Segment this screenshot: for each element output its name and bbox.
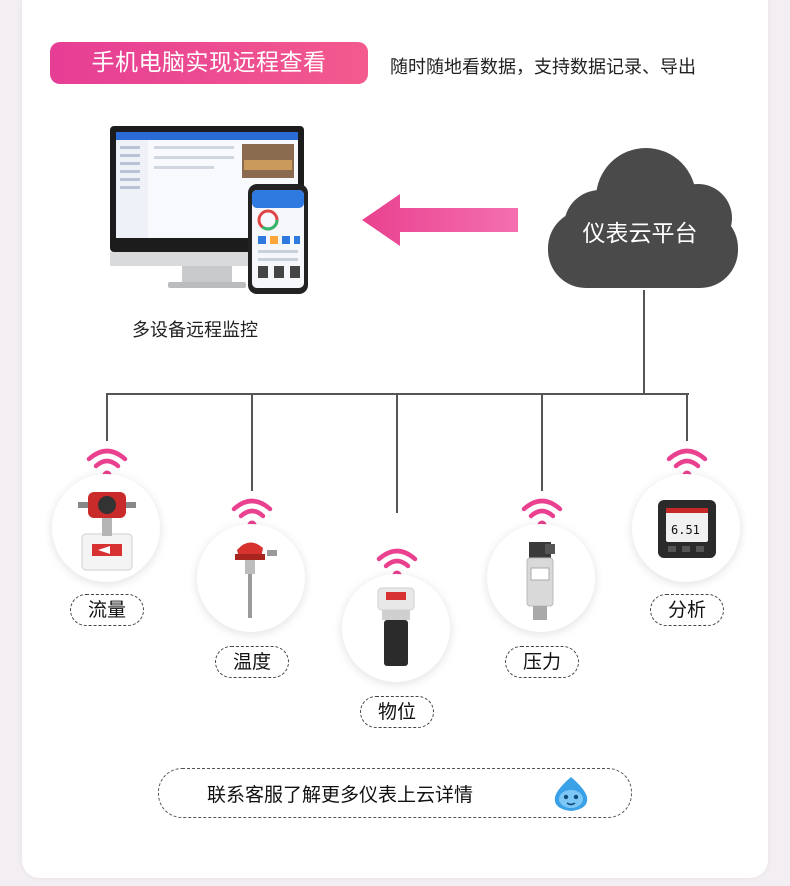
- ultrasonic-level-icon: [377, 587, 415, 666]
- drop-line: [106, 393, 108, 441]
- pressure-transmitter-icon: [526, 542, 555, 620]
- contact-service-button[interactable]: 联系客服了解更多仪表上云详情: [158, 768, 632, 818]
- analyzer-display-icon: 6.51: [658, 500, 716, 558]
- analyzer-sensor: 6.51: [632, 474, 740, 582]
- devices-illustration: [110, 126, 308, 294]
- devices-caption: 多设备远程监控: [132, 320, 258, 341]
- sensor-label-analysis: 分析: [650, 594, 724, 626]
- sensor-label-level: 物位: [360, 696, 434, 728]
- analyzer-reading: 6.51: [671, 523, 700, 537]
- header-subtitle: 随时随地看数据，支持数据记录、导出: [390, 57, 696, 78]
- water-drop-icon: [554, 777, 588, 811]
- drop-line: [396, 393, 398, 513]
- pressure-sensor: [487, 524, 595, 632]
- arrow-left-icon: [362, 194, 518, 246]
- cloud-label: 仪表云平台: [582, 221, 698, 247]
- drop-line: [251, 393, 253, 491]
- temperature-sensor: [197, 524, 305, 632]
- flow-meter-icon: [78, 492, 136, 571]
- thermometer-probe-icon: [235, 542, 277, 618]
- cloud-icon: [548, 148, 738, 288]
- header-badge: 手机电脑实现远程查看: [50, 42, 368, 84]
- drop-line: [686, 393, 688, 441]
- sensor-label-pressure: 压力: [505, 646, 579, 678]
- level-sensor: [342, 574, 450, 682]
- drop-line: [541, 393, 543, 491]
- sensor-label-flow: 流量: [70, 594, 144, 626]
- sensor-label-temperature: 温度: [215, 646, 289, 678]
- flow-sensor: [52, 474, 160, 582]
- cloud-connector: [643, 290, 645, 394]
- contact-service-text: 联系客服了解更多仪表上云详情: [207, 784, 474, 806]
